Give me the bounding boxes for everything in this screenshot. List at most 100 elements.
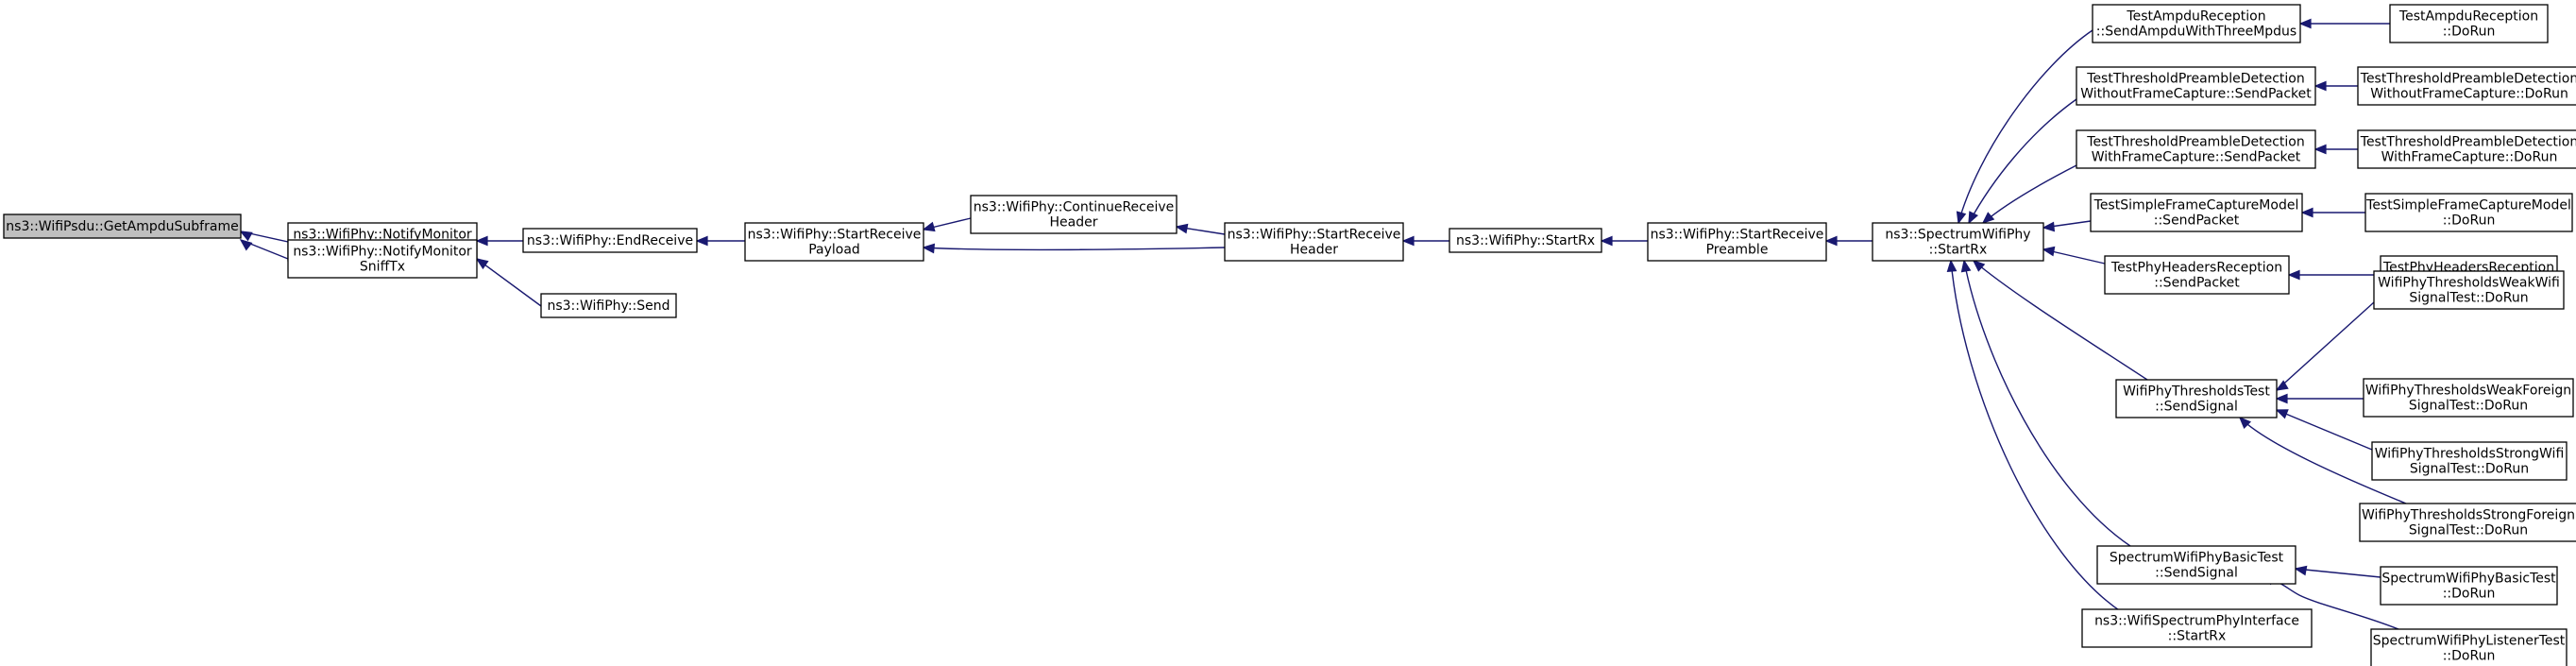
node-spectrumIface[interactable]: ns3::WifiSpectrumPhyInterface::StartRx [2081,608,2313,648]
edge-startRx-to-startRecvHeader [1401,235,1449,247]
nodes-layer: ns3::WifiPsdu::GetAmpduSubframens3::Wifi… [3,4,2576,666]
arrowhead-icon [1956,211,1967,225]
edge-line [1957,29,2093,224]
node-sfcSend[interactable]: TestSimpleFrameCaptureModel::SendPacket [2090,193,2303,232]
edge-line [476,258,542,307]
arrowhead-icon [2287,269,2300,281]
node-box[interactable] [2373,270,2565,310]
node-label-line: WithoutFrameCapture::DoRun [2370,87,2568,102]
node-label-line: ::StartRx [2168,629,2227,644]
node-label-line: SpectrumWifiPhyBasicTest [2110,551,2284,566]
node-box[interactable] [2092,4,2301,43]
node-label-line: WithFrameCapture::DoRun [2381,150,2558,165]
arrowhead-icon [2294,565,2308,576]
node-box[interactable] [2371,441,2568,481]
edge-startRecvHeader-to-startRecvPayload [922,243,1226,254]
node-strongForeign[interactable]: WifiPhyThresholdsStrongForeignSignalTest… [2359,503,2576,542]
node-label-line: SpectrumWifiPhyListenerTest [2373,634,2566,649]
node-box[interactable] [1872,222,2044,262]
node-label-line: ns3::WifiPhy::ContinueReceive [974,200,1175,215]
node-label-line: WifiPhyThresholdsStrongForeign [2362,508,2575,523]
node-send[interactable]: ns3::WifiPhy::Send [540,293,677,318]
node-label-line: ::SendAmpduWithThreeMpdus [2096,25,2296,40]
node-box[interactable] [2076,66,2316,106]
node-box[interactable] [2115,379,2278,418]
node-box[interactable] [1224,222,1404,262]
edge-line [2276,409,2373,451]
node-weakForeign[interactable]: WifiPhyThresholdsWeakForeignSignalTest::… [2363,378,2574,418]
node-label-line: ::SendSignal [2155,566,2238,581]
node-ampduSend[interactable]: TestAmpduReception::SendAmpduWithThreeMp… [2092,4,2301,43]
node-spectrumStartRx[interactable]: ns3::SpectrumWifiPhy::StartRx [1872,222,2044,262]
arrowhead-icon [695,235,708,247]
node-box[interactable] [2357,129,2576,169]
edge-spectrumIface-to-spectrumStartRx [1946,259,2123,613]
edge-ampduSend-to-spectrumStartRx [1956,29,2093,225]
node-weakWifi[interactable]: WifiPhyThresholdsWeakWifiSignalTest::DoR… [2373,270,2565,310]
edge-send-to-notifyTx [475,258,542,307]
node-box[interactable] [287,239,478,279]
node-tpdWithSend[interactable]: TestThresholdPreambleDetectionWithFrameC… [2076,129,2316,169]
node-basicSend[interactable]: SpectrumWifiPhyBasicTest::SendSignal [2096,545,2296,585]
node-endReceive[interactable]: ns3::WifiPhy::EndReceive [522,228,698,253]
node-box[interactable] [2076,129,2316,169]
arrowhead-icon [1972,259,1986,272]
node-box[interactable] [2357,66,2576,106]
node-tpdWithRun[interactable]: TestThresholdPreambleDetectionWithFrameC… [2357,129,2576,169]
node-tpdWithoutSend[interactable]: TestThresholdPreambleDetectionWithoutFra… [2076,66,2316,106]
node-box[interactable] [970,195,1178,234]
node-strongWifi[interactable]: WifiPhyThresholdsStrongWifiSignalTest::D… [2371,441,2568,481]
node-box[interactable] [522,228,698,253]
node-box[interactable] [2096,545,2296,585]
node-label-line: ns3::WifiPhy::StartReceive [1228,228,1401,243]
edge-strongWifi-to-thrSend [2275,409,2373,451]
edge-startRecvPayload-to-endReceive [695,235,745,247]
node-label-line: ::StartRx [1929,243,1988,258]
node-label-line: ns3::WifiPhy::StartReceive [748,228,922,243]
node-label-line: ::SendSignal [2155,400,2238,415]
node-label-line: ns3::WifiSpectrumPhyInterface [2094,614,2299,629]
edge-tpdWithoutRun-to-tpdWithoutSend [2313,80,2358,92]
node-box[interactable] [1449,228,1602,253]
node-ampduRun[interactable]: TestAmpduReception::DoRun [2389,4,2549,43]
node-box[interactable] [2090,193,2303,232]
node-startRx[interactable]: ns3::WifiPhy::StartRx [1449,228,1602,253]
arrowhead-icon [1401,235,1415,247]
node-box[interactable] [2359,503,2576,542]
node-box[interactable] [2389,4,2549,43]
node-tpdWithoutRun[interactable]: TestThresholdPreambleDetectionWithoutFra… [2357,66,2576,106]
arrowhead-icon [1981,212,1995,225]
edge-line [2239,417,2407,504]
node-box[interactable] [2380,566,2558,606]
edge-line [1963,260,2131,547]
node-box[interactable] [2363,378,2574,418]
node-sfcRun[interactable]: TestSimpleFrameCaptureModel::DoRun [2364,193,2573,232]
edge-line [1973,260,2148,381]
node-label-line: TestSimpleFrameCaptureModel [2093,198,2299,213]
edge-tpdWithoutSend-to-spectrumStartRx [1968,98,2077,225]
node-box[interactable] [2364,193,2573,232]
node-box[interactable] [2104,255,2290,295]
node-box[interactable] [744,222,924,262]
edge-notifyTx-to-root [239,239,289,260]
node-box[interactable] [2370,628,2568,666]
node-phrSend[interactable]: TestPhyHeadersReception::SendPacket [2104,255,2290,295]
node-label-line: SignalTest::DoRun [2409,291,2528,306]
node-label-line: ns3::WifiPsdu::GetAmpduSubframe [6,219,238,234]
node-root[interactable]: ns3::WifiPsdu::GetAmpduSubframe [3,213,242,239]
node-listenerRun[interactable]: SpectrumWifiPhyListenerTest::DoRun [2370,628,2568,666]
node-basicRun[interactable]: SpectrumWifiPhyBasicTest::DoRun [2380,566,2558,606]
edge-basicRun-to-basicSend [2294,565,2381,578]
node-box[interactable] [3,213,242,239]
node-box[interactable] [1647,222,1827,262]
arrowhead-icon [2275,380,2289,391]
edge-ampduRun-to-ampduSend [2298,18,2390,29]
node-box[interactable] [540,293,677,318]
node-box[interactable] [2081,608,2313,648]
node-thrSend[interactable]: WifiPhyThresholdsTest::SendSignal [2115,379,2278,418]
